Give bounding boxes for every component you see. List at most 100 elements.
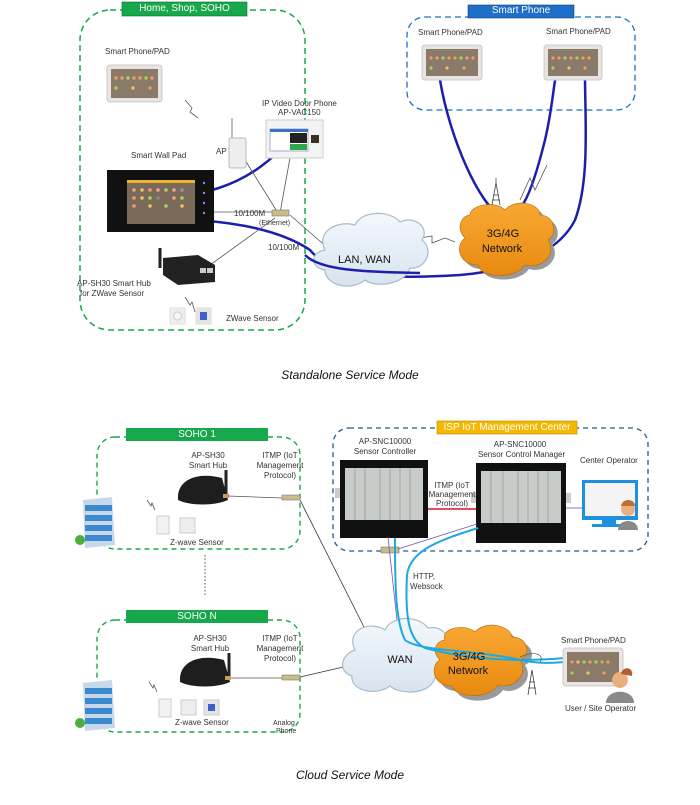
label-smart-wall-pad: Smart Wall Pad: [131, 151, 187, 160]
cable-controller-wan-purple: [387, 536, 399, 631]
sohoN-banner: [126, 610, 268, 623]
wireless-zigzag-pad: [184, 99, 199, 119]
wireless-zigzag-tower: [519, 164, 548, 201]
wireless-zigzag-lan-3g: [419, 235, 456, 244]
isp-group-boundary: [332, 427, 649, 552]
building-icon-soho1: [75, 497, 115, 548]
sensor-control-manager-rack: [471, 463, 571, 543]
cable-soho1-wan: [299, 499, 369, 636]
label-analog-a: Analog: [273, 720, 295, 727]
smart-hub-device: [158, 248, 215, 285]
label-manager-a: AP-SNC10000: [493, 440, 547, 449]
label-user-operator: User / Site Operator: [565, 704, 637, 713]
zwave-sensor-pir-soho1: [156, 515, 170, 535]
home-group-title: Home, Shop, SOHO: [139, 3, 230, 14]
cable-lan-loop: [304, 254, 421, 275]
label-http-b: Websock: [410, 582, 443, 591]
smartphone-group-banner: [467, 4, 575, 19]
label-doorphone-1: IP Video Door Phone: [262, 99, 337, 108]
label-smart-hub-1: AP-SH30 Smart Hub: [77, 279, 151, 288]
isp-group-title: ISP IoT Management Center: [443, 422, 571, 433]
label-3g4g-1: 3G/4G: [486, 228, 520, 240]
label-wan: WAN: [387, 654, 413, 666]
label-smart-hub-2: for ZWave Sensor: [80, 289, 145, 298]
doorphone-device: [265, 119, 324, 159]
cable-connector-manager-purple: [397, 523, 478, 550]
label-zwaveN: Z-wave Sensor: [175, 718, 229, 727]
building-icon-sohoN: [75, 680, 115, 731]
label-3g4g-cloud-2: Network: [447, 665, 489, 677]
cable-controller-3g-cyan: [394, 537, 566, 664]
label-smart-phone-pad-home: Smart Phone/PAD: [105, 47, 170, 56]
caption-standalone: Standalone Service Mode: [281, 368, 419, 382]
wireless-zigzag-hub: [184, 296, 196, 313]
wireless-zigzag-soho1: [146, 499, 156, 511]
label-itmp-mid-b: Management: [428, 490, 476, 499]
label-hub1-a: AP-SH30: [191, 451, 225, 460]
soho1-banner: [126, 428, 268, 441]
smart-pad-device-home: [106, 64, 163, 103]
label-switch: (Ethernet): [259, 220, 291, 227]
network-3g4g-cloud-standalone: [459, 202, 558, 280]
label-ap: AP: [216, 147, 227, 156]
label-http-a: HTTP,: [413, 572, 436, 581]
label-hub1-b: Smart Hub: [188, 461, 228, 470]
soho1-title: SOHO 1: [178, 429, 216, 440]
ethernet-switch: [271, 209, 290, 217]
isp-group-banner: [436, 420, 578, 435]
smart-pad-device-user: [562, 647, 624, 687]
wireless-zigzag-sohoN: [148, 681, 158, 693]
label-doorphone-2: AP-VAC150: [278, 108, 321, 117]
label-itmpN-c: Protocol): [263, 654, 296, 663]
caption-cloud: Cloud Service Mode: [295, 768, 405, 782]
label-smart-phone-pad-right: Smart Phone/PAD: [546, 27, 611, 36]
label-itmp-mid-c: Protocol): [435, 499, 468, 508]
network-3g4g-cloud-cloud: [433, 624, 532, 701]
label-itmpN-a: ITMP (IoT: [262, 634, 298, 643]
wireless-tower-phone: [519, 653, 542, 663]
smart-hub-sohoN: [180, 653, 231, 687]
label-center-operator: Center Operator: [580, 456, 638, 465]
zwave-sensor-round-soho1: [179, 517, 196, 534]
sensor-controller-rack: [335, 460, 428, 538]
smart-pad-device-left: [421, 44, 483, 81]
smart-hub-soho1: [178, 470, 229, 505]
cable-manager-3g-cyan: [405, 527, 566, 661]
label-smart-phone-pad-user: Smart Phone/PAD: [561, 636, 626, 645]
cell-tower-icon-cloud: [527, 669, 537, 696]
smart-wall-pad-device: [107, 170, 214, 232]
label-hubN-a: AP-SH30: [193, 634, 227, 643]
label-3g4g-cloud-1: 3G/4G: [452, 651, 486, 663]
cable-wallpad-network: [146, 74, 588, 278]
home-group-banner: [121, 1, 248, 17]
label-zwave1: Z-wave Sensor: [170, 538, 224, 547]
zwave-sensor-square-face: [200, 312, 207, 320]
smart-pad-device-right: [543, 44, 603, 81]
cable-hub-switch: [209, 217, 276, 266]
label-controller-b: Sensor Controller: [353, 447, 417, 456]
zwave-sensor-square-face-sohoN: [208, 704, 215, 711]
cable-doorphone-switch: [279, 157, 291, 214]
connector-sohoN: [281, 674, 301, 681]
user-operator-avatar: [606, 668, 634, 703]
access-point-device: [228, 118, 247, 169]
label-controller-a: AP-SNC10000: [358, 437, 412, 446]
label-link-speed-1: 10/100M: [234, 209, 266, 218]
label-manager-b: Sensor Control Manager: [478, 450, 566, 459]
label-zwave-sensor: ZWave Sensor: [226, 314, 279, 323]
smartphone-group-title: Smart Phone: [491, 5, 551, 16]
cable-hub1-connector: [227, 495, 283, 499]
label-smart-phone-pad-left: Smart Phone/PAD: [418, 28, 483, 37]
zwave-sensor-round-face: [173, 311, 182, 321]
label-link-speed-2: 10/100M: [268, 243, 300, 252]
cable-ap-switch: [244, 159, 279, 214]
label-itmp1-b: Management: [256, 461, 304, 470]
cell-tower-icon: [491, 178, 501, 206]
label-itmp-mid-a: ITMP (IoT: [434, 481, 470, 490]
lan-wan-cloud: [313, 212, 429, 287]
label-3g4g-2: Network: [481, 243, 523, 255]
zwave-sensor-round-sohoN: [180, 699, 197, 716]
label-lan-wan: LAN, WAN: [338, 254, 391, 266]
label-itmpN-b: Management: [256, 644, 304, 653]
